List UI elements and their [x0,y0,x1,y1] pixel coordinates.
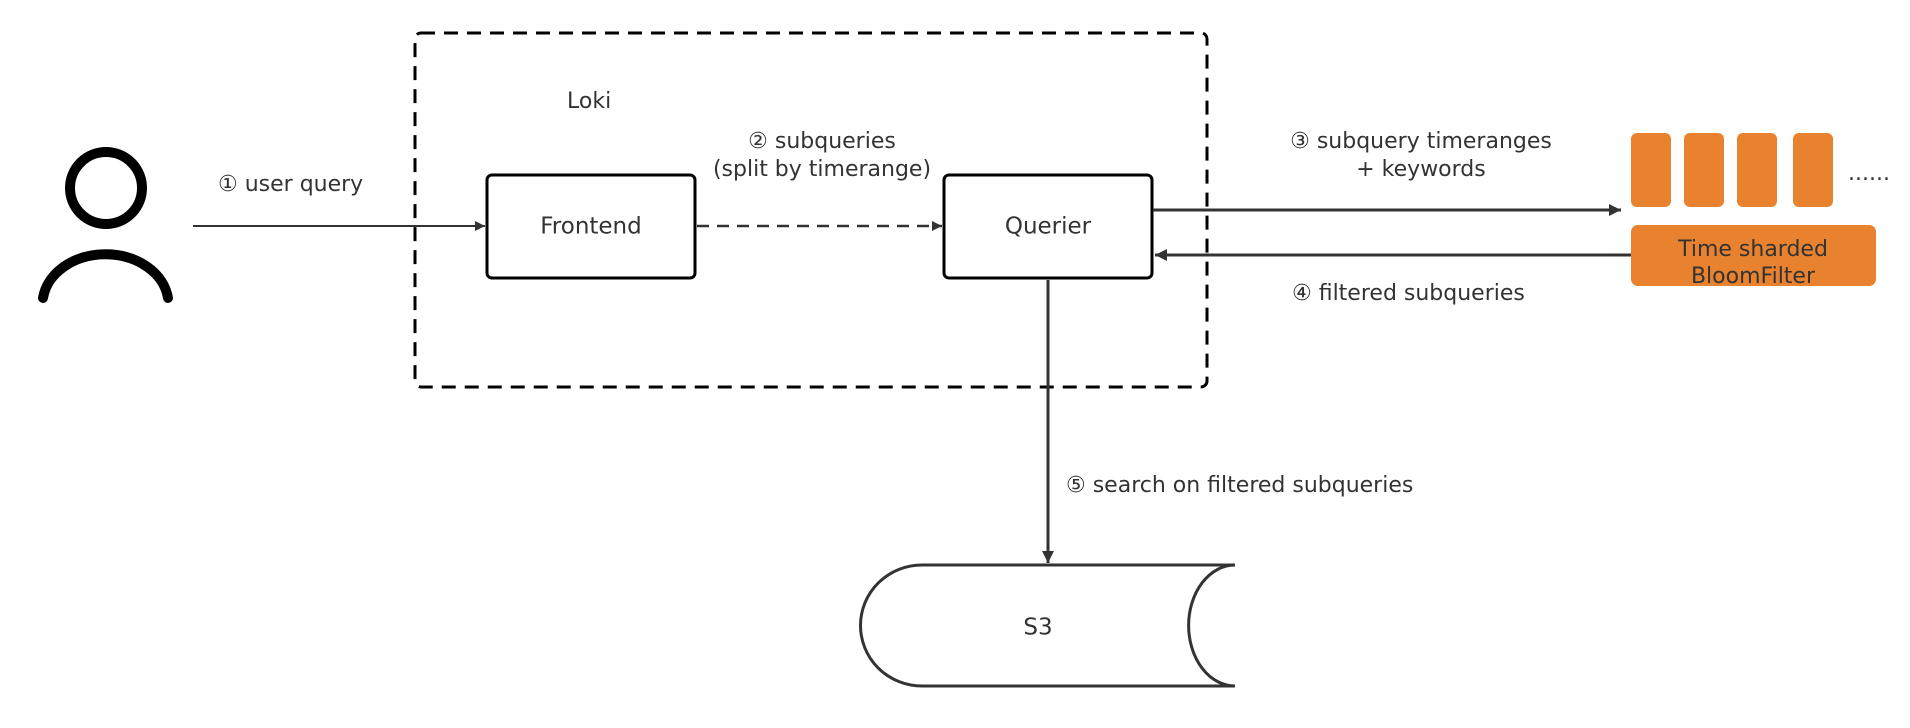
frontend-node[interactable]: Frontend [485,173,697,280]
s3-storage-node[interactable]: S3 [858,563,1236,688]
querier-node[interactable]: Querier [942,173,1154,280]
filtered-subqueries-label: ④ filtered subqueries [1292,281,1525,306]
user-icon [38,147,173,303]
loki-group-boundary [413,31,1209,389]
bloom-shard [1737,133,1777,207]
bloom-filter-node[interactable]: Time sharded BloomFilter [1631,225,1876,289]
s3-label: S3 [1023,615,1052,641]
frontend-label: Frontend [540,214,642,240]
bloom-filter-shards: ...... [1631,133,1890,207]
bloom-filter-label-line1: Time sharded [1677,237,1828,262]
bloom-shard [1684,133,1724,207]
bloom-filter-label-line2: BloomFilter [1691,264,1816,289]
user-query-label: ① user query [218,172,363,197]
loki-group-label: Loki [567,89,611,114]
bloom-shard-ellipsis: ...... [1848,161,1890,186]
querier-label: Querier [1005,214,1092,240]
subqueries-label-line1: ② subqueries [748,129,896,154]
bloom-shard [1631,133,1671,207]
timeranges-label-line1: ③ subquery timeranges [1290,129,1552,154]
subqueries-label-line2: (split by timerange) [713,157,931,182]
cylinder-icon [858,563,1236,688]
search-label: ⑤ search on filtered subqueries [1066,473,1413,498]
bloom-shard [1793,133,1833,207]
timeranges-label-line2: + keywords [1356,157,1485,182]
